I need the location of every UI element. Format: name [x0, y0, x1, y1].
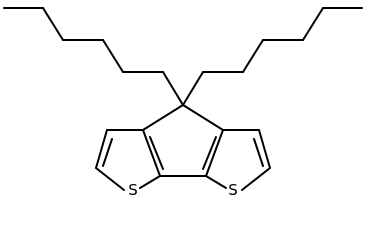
double-bond-inner [253, 138, 264, 167]
bond [205, 175, 227, 189]
bond [182, 104, 224, 131]
sulfur-atom-left: S [128, 181, 138, 199]
bond [162, 71, 184, 106]
bond [205, 129, 224, 177]
right-thiophene-ring [205, 129, 271, 191]
bond [95, 129, 108, 169]
cyclopentadiene-ring [142, 104, 224, 177]
bond [302, 7, 324, 41]
atom-label-s-left: S [128, 181, 138, 199]
bond [102, 39, 124, 73]
bond [182, 71, 204, 106]
bond [142, 129, 161, 177]
bond [95, 167, 125, 191]
bond [242, 39, 264, 73]
left-hexyl-chain [3, 7, 184, 106]
sulfur-atom-right: S [228, 181, 238, 199]
structure-canvas: S S [3, 7, 363, 199]
chemical-structure: S S [3, 7, 363, 199]
right-hexyl-chain [182, 7, 363, 106]
bond [42, 7, 64, 41]
double-bond-inner [202, 136, 217, 170]
bond [142, 104, 184, 131]
bond [139, 175, 161, 189]
bond [258, 129, 271, 169]
double-bond-inner [102, 138, 113, 167]
bond [241, 167, 271, 191]
atom-label-s-right: S [228, 181, 238, 199]
left-thiophene-ring [95, 129, 161, 191]
double-bond-inner [149, 136, 164, 170]
